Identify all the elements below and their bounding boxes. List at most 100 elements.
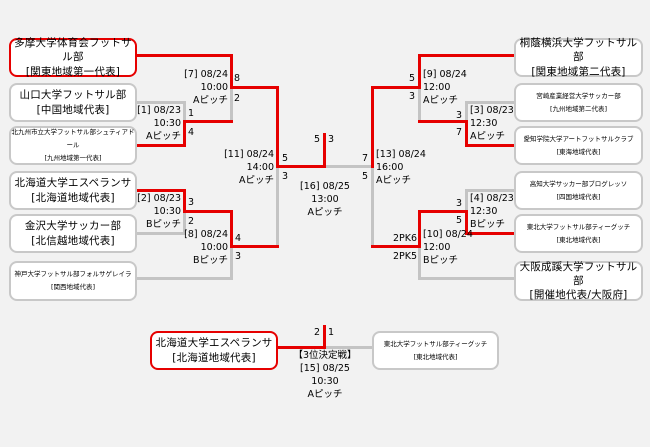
team-name: 高知大学サッカー部ブログレッソ [529,179,628,188]
match-number: [10] 08/24 [423,229,473,240]
match-info-4: [4] 08/23 12:30 Bピッチ [470,192,514,231]
team-name: 愛知学院大学アートフットサルクラブ [523,134,634,143]
match-pitch: Aピッチ [193,95,228,106]
bracket-line [418,54,421,89]
match-number: [9] 08/24 [423,69,467,80]
team-region: [東海地域代表] [556,147,601,156]
team-region: [関東地域第一代表] [25,65,121,78]
score: 7 [362,153,369,164]
match-time: 10:00 [200,82,228,93]
bracket-line [418,277,514,280]
bracket-line [183,189,186,213]
match-pitch: Aピッチ [307,389,343,400]
score: 2 [314,327,321,338]
match-info-9: [9] 08/24 12:00 Aピッチ [423,68,467,107]
bracket-line [183,101,186,121]
team-box-kochi[interactable]: 高知大学サッカー部ブログレッソ [四国地域代表] [514,171,643,210]
score: 5 [409,73,416,84]
bracket-line [465,210,468,235]
team-name: 金沢大学サッカー部 [24,220,122,233]
bracket-line [326,165,372,168]
bracket-line [278,346,326,349]
score: 3 [188,197,195,208]
match-time: 12:30 [470,118,498,129]
bracket-line [137,189,186,192]
score: 5 [362,171,369,182]
team-name: 北海道大学エスペランサ [155,337,273,350]
team-box-aichi-gakuin[interactable]: 愛知学院大学アートフットサルクラブ [東海地域代表] [514,126,643,165]
bracket-line [183,120,233,123]
team-box-kitakyushu[interactable]: 北九州市立大学フットサル部シュティアドール [九州地域第一代表] [9,126,137,165]
bracket-line [230,89,233,122]
bracket-line [418,89,421,122]
team-region: [九州地域第一代表] [44,154,102,162]
bracket-line [230,245,279,248]
bracket-line [183,210,233,213]
team-name: 東北大学フットサル部ティーグッチ [526,222,631,231]
team-region: [四国地域代表] [556,192,601,201]
score: 5 [314,134,321,145]
bracket-line [418,248,421,279]
match-pitch: Aピッチ [423,95,458,106]
bracket-line [465,101,468,121]
team-box-tohoku[interactable]: 東北大学フットサル部ティーグッチ [東北地域代表] [514,214,643,253]
match-info-2: [2] 08/23 10:30 Bピッチ [135,192,181,231]
team-box-miyazaki[interactable]: 宮崎産業経営大学サッカー部 [九州地域第二代表] [514,83,643,122]
bracket-line [326,346,372,349]
match-info-16: [16] 08/25 13:00 Aピッチ [290,180,360,219]
score: 4 [235,233,242,244]
team-name: 宮崎産業経営大学サッカー部 [536,91,621,100]
team-region: [九州地域第二代表] [549,104,608,113]
team-name: 神戸大学フットサル部フォルサゲレイラ [14,270,132,278]
bracket-line [323,325,326,349]
score: 5 [456,215,463,226]
bracket-line [465,120,468,147]
match-info-3: [3] 08/23 12:30 Aピッチ [470,104,514,143]
team-name: 多摩大学体育会フットサル部 [14,37,132,64]
match-time: 12:00 [423,242,451,253]
match-number: [13] 08/24 [376,149,426,160]
bracket-line [465,101,514,104]
bracket-line [137,144,186,147]
bracket-line [276,165,326,168]
score: 3 [328,134,335,145]
bracket-line [465,232,514,235]
team-box-toin-yokohama[interactable]: 桐蔭横浜大学フットサル部 [関東地域第二代表] [514,37,643,78]
team-box-osaka-seikei[interactable]: 大阪成蹊大学フットサル部 [開催地代表/大阪府] [514,261,643,301]
bracket-line [465,189,468,213]
team-box-tama[interactable]: 多摩大学体育会フットサル部 [関東地域第一代表] [9,37,137,78]
match-pitch: Bピッチ [470,219,506,230]
match-pitch: Bピッチ [145,219,181,230]
team-region: [開催地代表/大阪府] [529,289,628,302]
team-region: [北海道地域代表] [31,191,115,204]
score: 4 [188,127,195,138]
match-info-8: [8] 08/24 10:00 Bピッチ [180,228,228,267]
match-pitch: Aピッチ [470,131,505,142]
team-box-kobe[interactable]: 神戸大学フットサル部フォルサゲレイラ [関西地域代表] [9,261,137,301]
score: 2 [188,216,195,227]
match-pitch: Bピッチ [192,255,228,266]
team-region: [北海道地域代表] [172,351,256,364]
match-pitch: Bピッチ [423,255,459,266]
match-label: 【3位決定戦】 [293,350,357,361]
match-number: [2] 08/23 [137,193,181,204]
match-info-15: 【3位決定戦】 [15] 08/25 10:30 Aピッチ [285,349,365,401]
score: 8 [234,73,241,84]
bracket-line [465,189,514,192]
team-region: [中国地域代表] [36,103,110,116]
match-number: [15] 08/25 [300,363,350,374]
match-info-13: [13] 08/24 16:00 Aピッチ [376,148,426,187]
match-number: [7] 08/24 [184,69,228,80]
bracket-line [183,213,186,233]
team-box-kanazawa[interactable]: 金沢大学サッカー部 [北信越地域代表] [9,214,137,253]
bracket-line [183,120,186,147]
bracket-line [371,168,374,248]
team-name: 桐蔭横浜大学フットサル部 [519,37,638,64]
bracket-line [418,210,421,248]
third-place-team-right[interactable]: 東北大学フットサル部ティーグッチ [東北地域代表] [372,331,499,370]
team-box-yamaguchi[interactable]: 山口大学フットサル部 [中国地域代表] [9,83,137,122]
team-box-hokkaido[interactable]: 北海道大学エスペランサ [北海道地域代表] [9,171,137,210]
third-place-team-left[interactable]: 北海道大学エスペランサ [北海道地域代表] [150,331,278,370]
match-time: 10:30 [153,118,181,129]
match-time: 12:00 [423,82,451,93]
